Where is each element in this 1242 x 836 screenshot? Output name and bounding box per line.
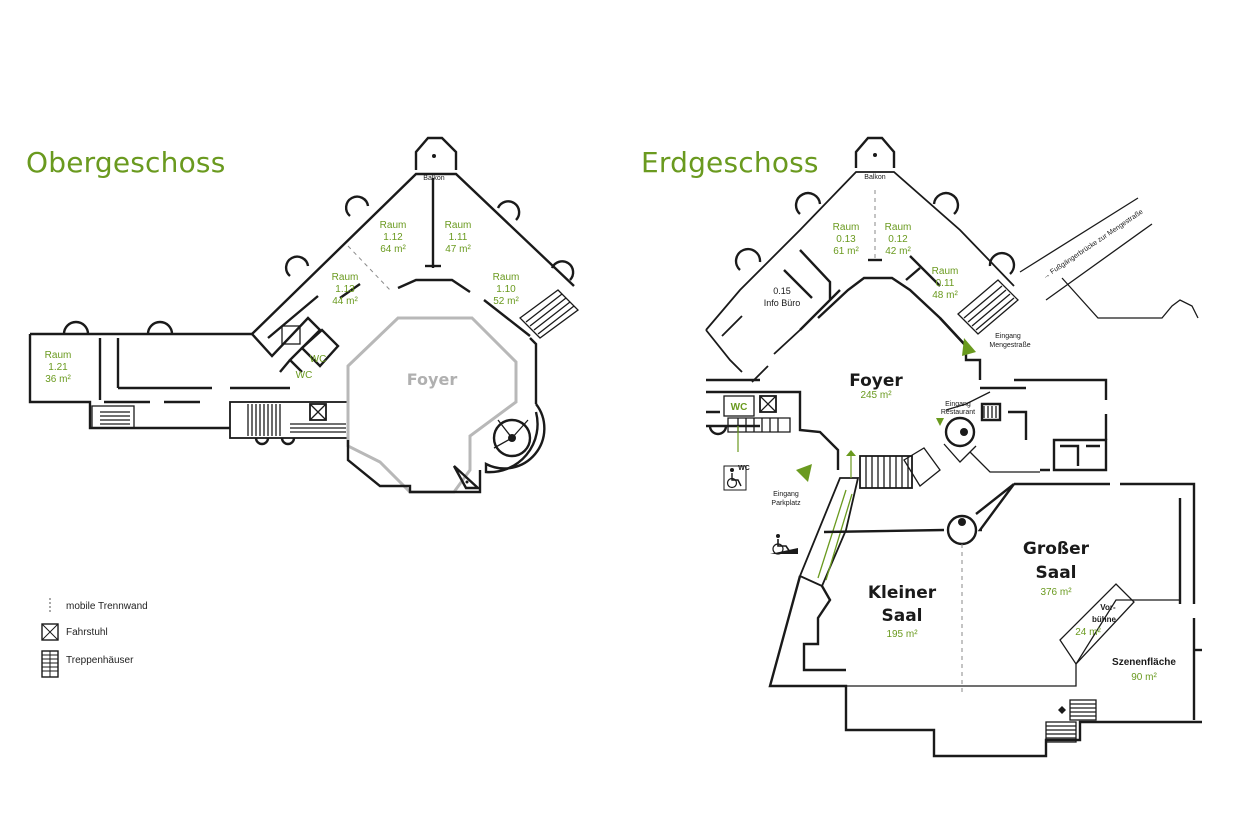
footbridge-label: → Fußgängerbrücke zur Mengestraße <box>1042 209 1145 281</box>
legend-label: mobile Trennwand <box>66 600 148 612</box>
room-1-21-label: Raum <box>45 350 72 361</box>
room-1-13-label: Raum <box>332 272 359 283</box>
small-hall-area: 195 m² <box>886 629 918 640</box>
forestage-line2: bühne <box>1092 615 1117 624</box>
ground-elevator-icon <box>759 395 777 413</box>
ground-stairs-menge <box>957 279 1019 335</box>
room-1-10-area: 52 m² <box>493 296 519 307</box>
room-1-12-area: 64 m² <box>380 244 406 255</box>
ground-floor-title: Erdgeschoss <box>641 146 819 179</box>
room-0-13-area: 61 m² <box>833 246 859 257</box>
legend-label: Fahrstuhl <box>66 626 108 638</box>
upper-stairs-right <box>519 289 579 339</box>
info-office-name: Info Büro <box>764 298 801 308</box>
entrance-restaurant-icon <box>936 418 944 426</box>
entrance-restaurant-line2: Restaurant <box>941 409 975 416</box>
room-0-13-number: 0.13 <box>836 234 856 245</box>
room-1-11-label: Raum <box>445 220 472 231</box>
forestage-line1: Vor- <box>1100 603 1116 612</box>
stairs-icon <box>40 650 60 678</box>
ground-stairs-central <box>859 447 941 489</box>
room-0-13-label: Raum <box>833 222 860 233</box>
small-hall-line2: Saal <box>881 606 922 626</box>
upper-stairs-west <box>91 405 135 429</box>
room-0-11-label: Raum <box>932 266 959 277</box>
ramp <box>798 450 860 588</box>
large-hall-area: 376 m² <box>1040 587 1072 598</box>
upper-elevator-icon <box>309 403 327 421</box>
room-1-12-label: Raum <box>380 220 407 231</box>
room-1-11-area: 47 m² <box>445 244 471 255</box>
room-0-11-area: 48 m² <box>932 290 958 301</box>
ground-foyer-name: Foyer <box>849 371 903 391</box>
upper-floor-title: Obergeschoss <box>26 146 226 179</box>
upper-balcony-tower <box>414 136 458 170</box>
room-0-12-area: 42 m² <box>885 246 911 257</box>
room-1-21-number: 1.21 <box>48 362 68 373</box>
small-hall-line1: Kleiner <box>868 583 937 603</box>
upper-floor-plan: Balkon Raum 1.12 64 m² Raum 1.11 47 m² R… <box>28 136 579 494</box>
ground-wc-label: WC <box>731 402 748 413</box>
room-0-11-number: 0.11 <box>936 278 955 289</box>
info-office-number: 0.15 <box>773 286 791 296</box>
entrance-menge-icon <box>962 338 976 356</box>
large-hall-line2: Saal <box>1035 563 1076 583</box>
elevator-icon <box>40 622 60 642</box>
room-1-21-area: 36 m² <box>45 374 71 385</box>
upper-wing-outline <box>251 172 575 335</box>
entrance-parking-line1: Eingang <box>773 491 799 498</box>
upper-wc-label-1: WC <box>310 354 327 365</box>
upper-spiral-stair <box>484 403 546 474</box>
legend-item-mobile-wall: mobile Trennwand <box>40 596 148 616</box>
room-0-12-number: 0.12 <box>888 234 908 245</box>
room-1-13-number: 1.13 <box>335 284 355 295</box>
upper-west-wing <box>28 332 252 430</box>
room-1-10-label: Raum <box>493 272 520 283</box>
ground-balcony-label: Balkon <box>864 174 886 181</box>
ground-foyer-area: 245 m² <box>860 390 892 401</box>
entrance-menge-line2: Mengestraße <box>989 342 1030 349</box>
upper-stairs-central <box>229 401 349 439</box>
stage-area: 90 m² <box>1131 672 1157 683</box>
upper-foyer-label: Foyer <box>407 370 458 389</box>
room-1-11-number: 1.11 <box>449 232 468 243</box>
room-1-10-number: 1.10 <box>496 284 516 295</box>
room-1-12-number: 1.12 <box>383 232 403 243</box>
room-1-13-area: 44 m² <box>332 296 358 307</box>
upper-balcony-label: Balkon <box>423 175 445 182</box>
wheelchair-ramp-icon <box>770 534 798 555</box>
large-hall-line1: Großer <box>1023 539 1090 559</box>
ground-spiral-stair-1 <box>944 416 976 448</box>
ground-wc-accessible-label: WC <box>738 465 750 472</box>
ground-stairs-stage <box>1045 699 1097 743</box>
entrance-parking-icon <box>796 464 812 482</box>
legend-item-elevator: Fahrstuhl <box>40 622 108 642</box>
ground-floor-plan: → Fußgängerbrücke zur Mengestraße WC <box>705 136 1202 758</box>
entrance-restaurant-line1: Eingang <box>945 401 971 408</box>
entrance-parking-line2: Parkplatz <box>771 500 801 507</box>
stage-name: Szenenfläche <box>1112 657 1176 668</box>
accessible-wc-icon <box>723 465 747 491</box>
forestage-area: 24 m² <box>1075 627 1101 638</box>
legend-item-stairs: Treppenhäuser <box>40 650 134 678</box>
ground-balcony-tower <box>854 136 896 168</box>
legend-label: Treppenhäuser <box>66 654 134 666</box>
room-0-12-label: Raum <box>885 222 912 233</box>
upper-foyer <box>346 316 538 494</box>
entrance-menge-line1: Eingang <box>995 333 1021 340</box>
upper-wc-label-2: WC <box>296 370 313 381</box>
dashed-line-icon <box>40 596 60 616</box>
